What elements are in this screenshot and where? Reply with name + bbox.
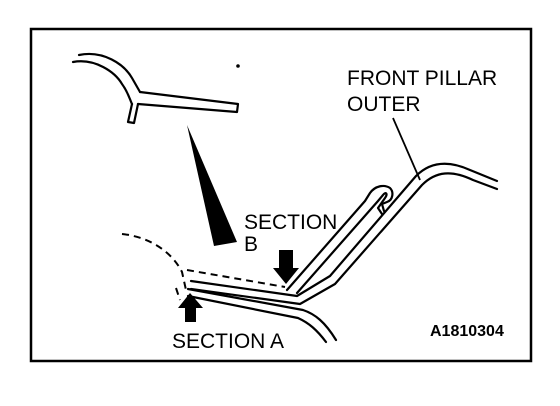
figure-frame [29,27,533,363]
section-b-leader-wedge [187,125,237,246]
section-b-label-line2: B [244,233,258,256]
section-a-arrow [178,293,203,322]
pillar-bracket [285,184,394,295]
front-pillar-label-line2: OUTER [347,93,421,116]
inner-panel [186,287,338,344]
section-b-label-line1: SECTION [244,211,337,234]
section-b-profile [71,52,240,125]
figure-code: A1810304 [430,323,504,340]
speck-mark [236,64,240,68]
front-pillar-leader-line [392,117,421,181]
front-pillar-outer-panel [189,162,499,306]
section-b-arrow [273,250,299,284]
front-pillar-label-line1: FRONT PILLAR [347,67,497,90]
section-a-label: SECTION A [172,330,284,353]
hidden-outline-dashed [121,233,286,301]
